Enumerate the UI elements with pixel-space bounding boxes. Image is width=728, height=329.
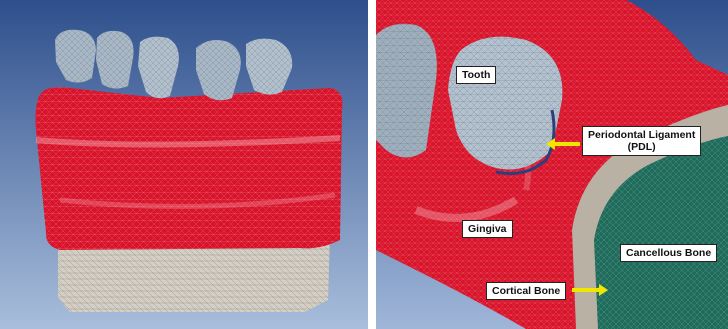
label-pdl-line1: Periodontal Ligament (588, 129, 695, 141)
gingiva-block (36, 87, 343, 250)
label-pdl-line2: (PDL) (588, 141, 695, 153)
section-detail-figure (376, 0, 728, 329)
label-cancellous-bone: Cancellous Bone (620, 244, 717, 262)
panel-jaw-model (0, 0, 368, 329)
tooth-crowns (376, 24, 562, 174)
jaw-model-figure (0, 0, 368, 329)
panel-section-detail: Tooth Periodontal Ligament (PDL) Gingiva… (376, 0, 728, 329)
pdl-arrow (554, 142, 580, 146)
cortical-bone-arrow (572, 288, 600, 292)
label-gingiva: Gingiva (462, 220, 513, 238)
label-tooth: Tooth (456, 66, 496, 84)
label-cortical-bone: Cortical Bone (486, 282, 566, 300)
label-pdl: Periodontal Ligament (PDL) (582, 126, 701, 156)
